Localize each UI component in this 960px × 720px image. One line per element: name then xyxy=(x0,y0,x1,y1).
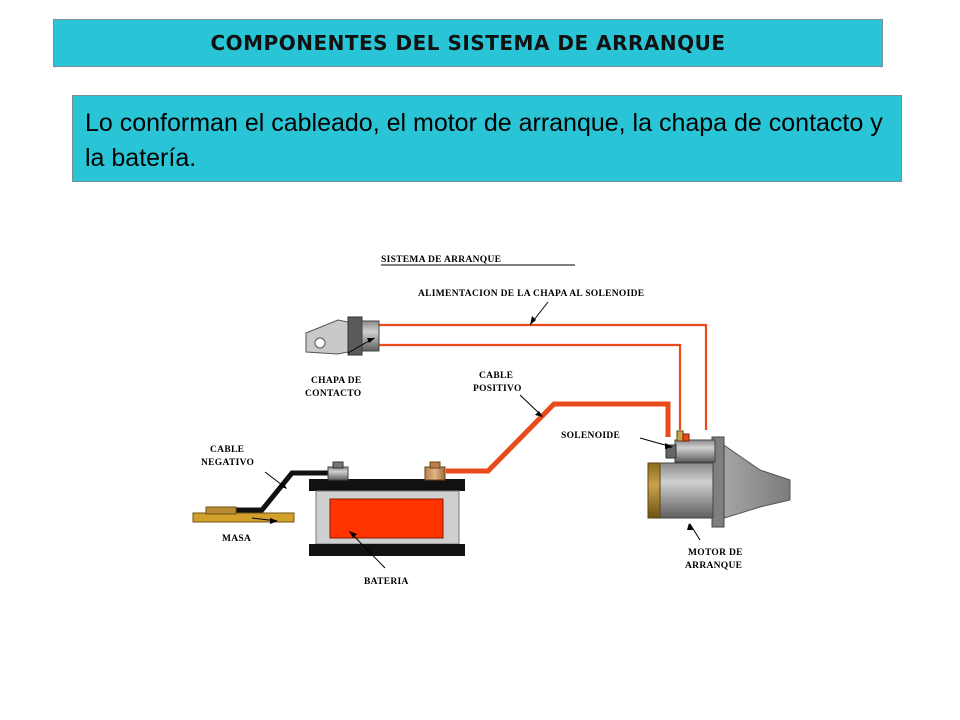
label-ignition-line2: CONTACTO xyxy=(305,389,361,399)
ignition-switch xyxy=(305,316,380,356)
label-negative-line2: NEGATIVO xyxy=(201,458,254,468)
page-title: COMPONENTES DEL SISTEMA DE ARRANQUE xyxy=(210,31,726,55)
label-negative-line1: CABLE xyxy=(210,445,244,455)
label-battery: BATERIA xyxy=(364,577,409,587)
label-feed: ALIMENTACION DE LA CHAPA AL SOLENOIDE xyxy=(418,289,644,299)
starter-motor xyxy=(647,430,791,528)
leader-lines xyxy=(251,301,701,569)
positive-cable xyxy=(446,401,671,474)
label-positive-line2: POSITIVO xyxy=(473,384,522,394)
label-solenoid: SOLENOIDE xyxy=(561,431,620,441)
ignition-feed-wires xyxy=(378,323,708,430)
diagram-title: SISTEMA DE ARRANQUE xyxy=(381,255,501,265)
title-banner: COMPONENTES DEL SISTEMA DE ARRANQUE xyxy=(53,19,883,67)
negative-cable xyxy=(236,470,334,513)
label-positive-line1: CABLE xyxy=(479,371,513,381)
label-ignition-line1: CHAPA DE xyxy=(311,376,362,386)
label-motor-line1: MOTOR DE xyxy=(688,548,743,558)
label-ground: MASA xyxy=(222,534,251,544)
battery xyxy=(309,461,465,556)
description-box: Lo conforman el cableado, el motor de ar… xyxy=(72,95,902,182)
description-text: Lo conforman el cableado, el motor de ar… xyxy=(85,109,883,172)
leader-arrowheads xyxy=(270,316,693,538)
ground-plate xyxy=(192,506,295,523)
label-motor-line2: ARRANQUE xyxy=(685,561,742,571)
